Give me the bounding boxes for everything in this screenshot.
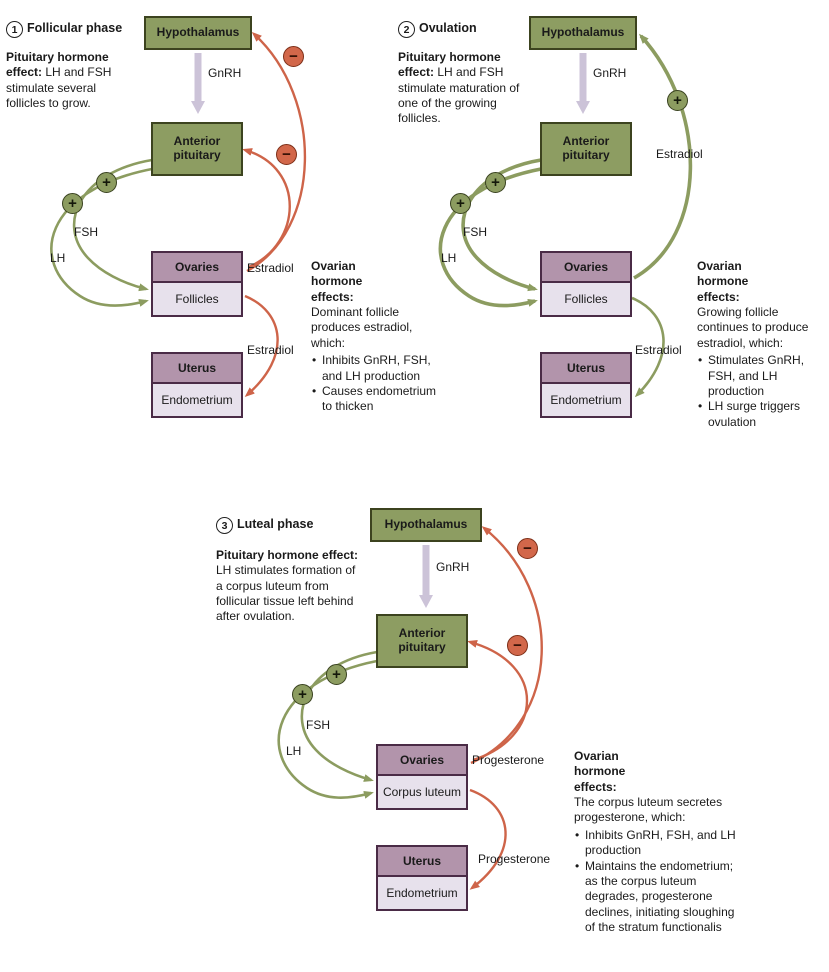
lh-label-2: LH (441, 251, 457, 265)
lh-label-1: LH (50, 251, 66, 265)
endometrium-box-2: Endometrium (540, 382, 632, 418)
ovarian-effects-block-2: Ovarian hormone effects: Growing follicl… (697, 259, 829, 430)
anterior-pituitary-box-2: Anterior pituitary (540, 122, 632, 176)
uterus-box-1: Uterus (151, 352, 243, 384)
ovarian-effects-intro-3: The corpus luteum secretes progesterone,… (574, 795, 723, 825)
pituitary-effect-text-2: Pituitary hormone effect: LH and FSH sti… (398, 50, 520, 126)
plus-badge-fsh-3: + (326, 664, 347, 685)
ovaries-stack-1: Ovaries Follicles (151, 251, 243, 317)
minus-badge-hypothalamus-1: − (283, 46, 304, 67)
plus-badge-fsh-1: + (96, 172, 117, 193)
estradiol-label-uterus-2: Estradiol (635, 343, 682, 357)
ovarian-effects-intro-1: Dominant follicle produces estradiol, wh… (311, 305, 413, 350)
phase-number-badge-2: 2 (398, 21, 415, 38)
phase-number-badge-3: 3 (216, 517, 233, 534)
ovarian-effects-heading-1: Ovarian hormone effects: (311, 259, 363, 304)
uterus-stack-1: Uterus Endometrium (151, 352, 243, 418)
ovarian-effect-item: Maintains the endometrium; as the corpus… (574, 859, 746, 936)
ovaries-box-3: Ovaries (376, 744, 468, 776)
ovarian-effects-list-2: Stimulates GnRH, FSH, and LH production … (697, 353, 829, 430)
ovarian-effect-item: Stimulates GnRH, FSH, and LH production (697, 353, 829, 399)
anterior-pituitary-box-3: Anterior pituitary (376, 614, 468, 668)
gnrh-label-3: GnRH (436, 560, 470, 574)
ovarian-effect-item: LH surge triggers ovulation (697, 399, 829, 430)
ovarian-effects-heading-3: Ovarian hormone effects: (574, 749, 626, 794)
ovaries-box-1: Ovaries (151, 251, 243, 283)
estradiol-label-feedback-2: Estradiol (656, 147, 703, 161)
gnrh-label-2: GnRH (593, 66, 627, 80)
fsh-label-1: FSH (74, 225, 98, 239)
ovaries-stack-2: Ovaries Follicles (540, 251, 632, 317)
pituitary-effect-text-1: Pituitary hormone effect: LH and FSH sti… (6, 50, 112, 111)
plus-badge-lh-3: + (292, 684, 313, 705)
plus-badge-fsh-2: + (485, 172, 506, 193)
ovarian-effects-block-1: Ovarian hormone effects: Dominant follic… (311, 259, 439, 415)
phase-title-2: Ovulation (419, 21, 477, 35)
progesterone-inhibit-pituitary-arrow-3 (467, 640, 529, 762)
gnrh-label-1: GnRH (208, 66, 242, 80)
follicles-box-1: Follicles (151, 281, 243, 317)
ovarian-effect-item: Causes endometrium to thicken (311, 384, 439, 415)
ovarian-effect-item: Inhibits GnRH, FSH, and LH production (311, 353, 439, 384)
ovarian-effects-heading-2: Ovarian hormone effects: (697, 259, 749, 304)
ovaries-box-2: Ovaries (540, 251, 632, 283)
uterus-stack-3: Uterus Endometrium (376, 845, 468, 911)
estradiol-label-uterus-1: Estradiol (247, 343, 294, 357)
uterus-stack-2: Uterus Endometrium (540, 352, 632, 418)
fsh-label-2: FSH (463, 225, 487, 239)
phase-title-3: Luteal phase (237, 517, 314, 531)
progesterone-to-endometrium-arrow-3 (469, 788, 507, 890)
endometrium-box-3: Endometrium (376, 875, 468, 911)
minus-badge-hypothalamus-3: − (517, 538, 538, 559)
minus-badge-pituitary-3: − (507, 635, 528, 656)
follicles-box-2: Follicles (540, 281, 632, 317)
plus-badge-lh-2: + (450, 193, 471, 214)
ovaries-stack-3: Ovaries Corpus luteum (376, 744, 468, 810)
ovarian-effects-intro-2: Growing follicle continues to produce es… (697, 305, 809, 350)
estradiol-label-ovary-1: Estradiol (247, 261, 294, 275)
ovarian-effect-item: Inhibits GnRH, FSH, and LH production (574, 828, 746, 859)
estradiol-inhibit-pituitary-arrow-1 (242, 148, 291, 269)
phase-number-badge-1: 1 (6, 21, 23, 38)
minus-badge-pituitary-1: − (276, 144, 297, 165)
anterior-pituitary-box-1: Anterior pituitary (151, 122, 243, 176)
ovarian-effects-list-1: Inhibits GnRH, FSH, and LH production Ca… (311, 353, 439, 414)
lh-label-3: LH (286, 744, 302, 758)
hypothalamus-box-2: Hypothalamus (529, 16, 637, 50)
plus-badge-lh-1: + (62, 193, 83, 214)
hypothalamus-box-1: Hypothalamus (144, 16, 252, 50)
uterus-box-3: Uterus (376, 845, 468, 877)
ovarian-effects-list-3: Inhibits GnRH, FSH, and LH production Ma… (574, 828, 746, 936)
hypothalamus-box-3: Hypothalamus (370, 508, 482, 542)
fsh-label-3: FSH (306, 718, 330, 732)
uterus-box-2: Uterus (540, 352, 632, 384)
endometrium-box-1: Endometrium (151, 382, 243, 418)
ovarian-effects-block-3: Ovarian hormone effects: The corpus lute… (574, 749, 746, 935)
progesterone-label-uterus-3: Progesterone (478, 852, 551, 866)
plus-badge-estradiol-2: + (667, 90, 688, 111)
phase-title-1: Follicular phase (27, 21, 123, 35)
pituitary-effect-text-3: Pituitary hormone effect: LH stimulates … (216, 548, 359, 624)
progesterone-label-ovary-3: Progesterone (472, 753, 545, 767)
corpus-luteum-box-3: Corpus luteum (376, 774, 468, 810)
